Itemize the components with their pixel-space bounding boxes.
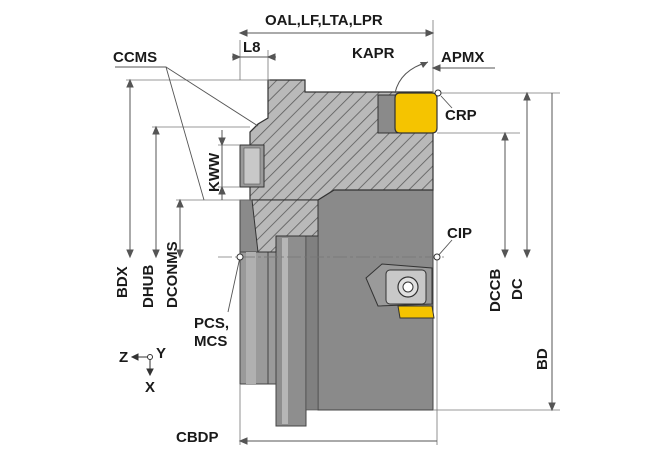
label-bd: BD <box>534 348 551 370</box>
label-l8: L8 <box>243 39 261 56</box>
body-hub-inner <box>305 235 319 411</box>
cip-point <box>433 253 441 261</box>
dimension-lines <box>126 29 556 445</box>
label-kapr: KAPR <box>352 45 395 62</box>
label-oal: OAL,LF,LTA,LPR <box>265 12 383 29</box>
label-dconms: DCONMS <box>164 241 181 308</box>
label-dc: DC <box>509 278 526 300</box>
leader-lines <box>115 66 453 313</box>
label-axis-y: Y <box>156 345 166 362</box>
label-ccms: CCMS <box>113 49 157 66</box>
body-hub-highlight <box>282 238 288 424</box>
label-pcs: PCS, <box>194 315 229 332</box>
crp-point <box>434 89 442 97</box>
label-dccb: DCCB <box>487 269 504 312</box>
keyway-inner <box>243 147 261 185</box>
label-dhub: DHUB <box>140 265 157 308</box>
insert-lower <box>397 305 435 319</box>
insert-lower-assembly <box>365 263 435 319</box>
label-axis-x: X <box>145 379 155 396</box>
coordinate-axes-icon <box>130 353 154 377</box>
label-mcs: MCS <box>194 333 227 350</box>
insert-top <box>394 92 438 134</box>
label-cbdp: CBDP <box>176 429 219 446</box>
label-kww: KWW <box>206 152 223 192</box>
pcs-point <box>236 253 244 261</box>
label-crp: CRP <box>445 107 477 124</box>
label-bdx: BDX <box>114 266 131 298</box>
label-apmx: APMX <box>441 49 484 66</box>
section-tail <box>251 199 319 253</box>
label-axis-z: Z <box>119 349 128 366</box>
body-hub <box>275 235 307 427</box>
body-face-strip <box>246 252 256 384</box>
label-cip: CIP <box>447 225 472 242</box>
